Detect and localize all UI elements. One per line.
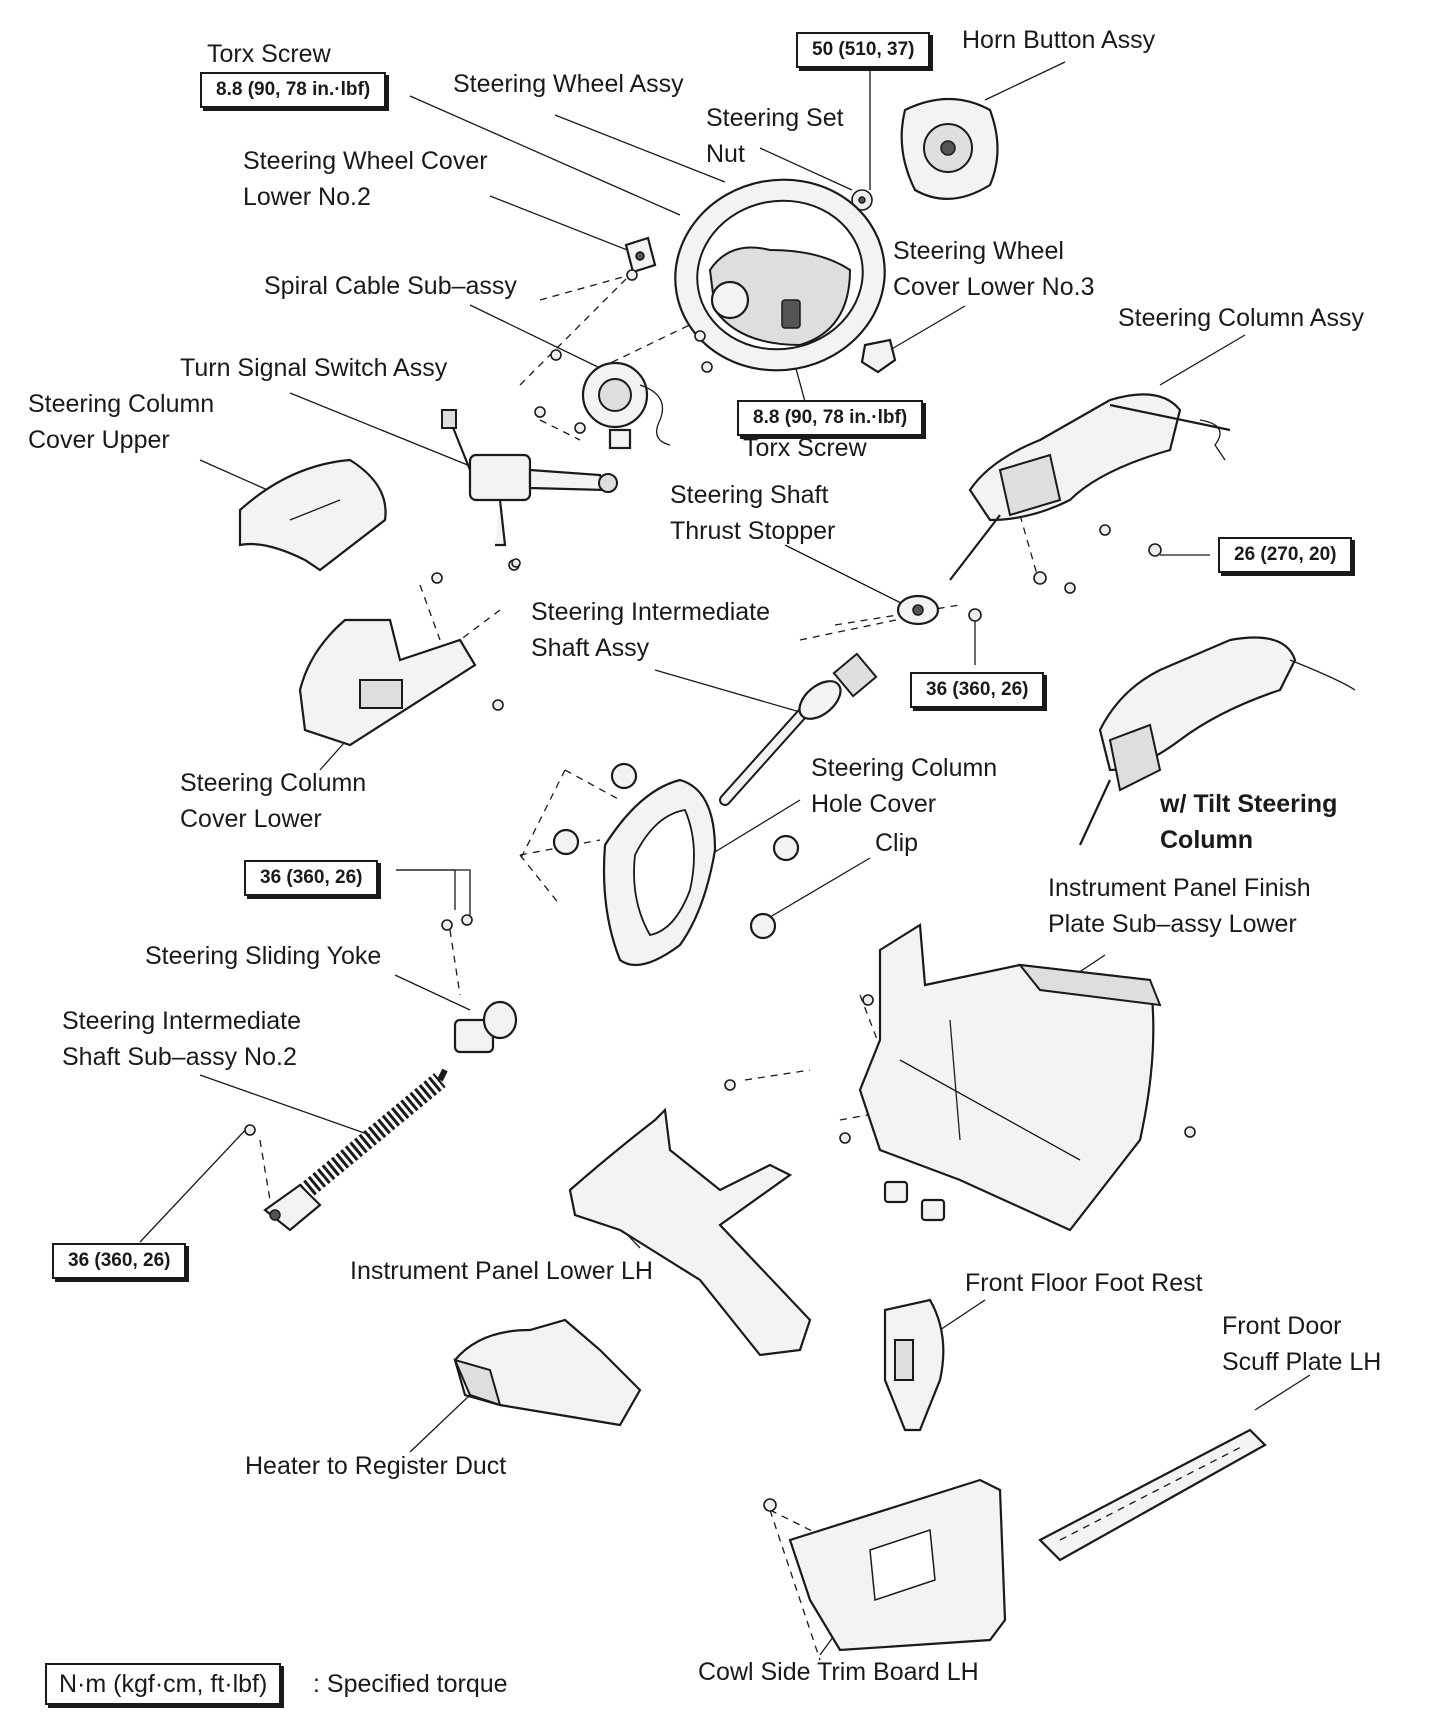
label-steering-wheel-assy: Steering Wheel Assy [453,70,684,98]
label-hole-cover-1: Steering Column [811,754,998,782]
label-front-floor-foot-rest: Front Floor Foot Rest [965,1269,1203,1297]
label-intermediate-shaft-no2-2: Shaft Sub–assy No.2 [62,1043,297,1071]
cowl-side-trim-board-lh [788,1478,1007,1652]
label-heater-duct: Heater to Register Duct [245,1452,507,1480]
label-turn-signal-switch: Turn Signal Switch Assy [180,354,448,382]
torque-thrust-stopper: 36 (360, 26) [910,672,1045,708]
label-cowl-side-trim: Cowl Side Trim Board LH [698,1658,979,1686]
clips [552,762,800,940]
instrument-panel-finish-plate-lower [858,923,1162,1232]
steering-column-assy [949,393,1231,581]
torque-torx-top: 8.8 (90, 78 in.·lbf) [200,72,387,108]
label-instrument-panel-lower-lh: Instrument Panel Lower LH [350,1257,653,1285]
spiral-cable-sub-assy [581,361,671,450]
label-column-cover-upper-1: Steering Column [28,390,215,418]
label-steering-set-nut-2: Nut [706,140,745,168]
torque-sliding-yoke: 36 (360, 26) [244,860,379,896]
wheel-cover-lower-no3 [860,338,897,374]
screws [244,269,1196,1512]
label-finish-plate-1: Instrument Panel Finish [1048,874,1311,902]
label-column-cover-upper-2: Cover Upper [28,426,170,454]
legend-torque-unit: N·m (kgf·cm, ft·lbf) [45,1663,282,1705]
torque-shaft-no2: 36 (360, 26) [52,1243,187,1279]
label-wheel-cover-lower-no3-2: Cover Lower No.3 [893,273,1095,301]
wheel-cover-lower-no2 [624,236,657,274]
intermediate-shaft-no2 [263,1068,448,1232]
label-front-door-scuff-1: Front Door [1222,1312,1342,1340]
label-spiral-cable: Spiral Cable Sub–assy [264,272,517,300]
label-steering-set-nut-1: Steering Set [706,104,844,132]
turn-signal-switch-assy [441,409,618,547]
tilt-steering-column [1079,636,1356,846]
label-tilt-steering-2: Column [1160,826,1254,854]
front-door-scuff-plate-lh [1038,1428,1267,1562]
label-wheel-cover-lower-no2-2: Lower No.2 [243,183,371,211]
shaft-thrust-stopper [896,594,940,626]
label-steering-column-assy: Steering Column Assy [1118,304,1364,332]
column-hole-cover [602,778,717,967]
front-floor-foot-rest [883,1298,945,1432]
label-column-cover-lower-2: Cover Lower [180,805,322,833]
label-horn-button-assy: Horn Button Assy [962,26,1156,54]
steering-set-nut [851,189,873,211]
label-clip: Clip [875,829,919,857]
label-sliding-yoke: Steering Sliding Yoke [145,942,382,970]
label-wheel-cover-lower-no2-1: Steering Wheel Cover [243,147,488,175]
horn-button-assy [900,97,999,200]
label-intermediate-shaft-no2-1: Steering Intermediate [62,1007,302,1035]
torque-set-nut: 50 (510, 37) [796,32,931,68]
steering-column-cover-lower [298,618,477,747]
label-shaft-thrust-stopper-2: Thrust Stopper [670,517,836,545]
steering-sliding-yoke [453,1000,518,1054]
legend-specified-torque: : Specified torque [313,1670,508,1698]
label-torx-screw-mid: Torx Screw [743,434,867,462]
intermediate-shaft-assy [719,652,878,806]
label-shaft-thrust-stopper-1: Steering Shaft [670,481,829,509]
label-finish-plate-2: Plate Sub–assy Lower [1048,910,1297,938]
label-torx-screw-top: Torx Screw [207,40,331,68]
label-intermediate-shaft-1: Steering Intermediate [531,598,771,626]
label-intermediate-shaft-2: Shaft Assy [531,634,650,662]
heater-to-register-duct [453,1318,642,1427]
connectors [883,1180,946,1222]
label-wheel-cover-lower-no3-1: Steering Wheel [893,237,1064,265]
label-hole-cover-2: Hole Cover [811,790,937,818]
torque-torx-mid: 8.8 (90, 78 in.·lbf) [737,400,924,436]
steering-wheel-assy [674,178,886,372]
instrument-panel-lower-lh [568,1107,812,1357]
label-column-cover-lower-1: Steering Column [180,769,367,797]
steering-column-cover-upper [238,458,387,572]
label-tilt-steering-1: w/ Tilt Steering [1160,790,1338,818]
torque-column-nut: 26 (270, 20) [1218,537,1353,573]
label-front-door-scuff-2: Scuff Plate LH [1222,1348,1382,1376]
